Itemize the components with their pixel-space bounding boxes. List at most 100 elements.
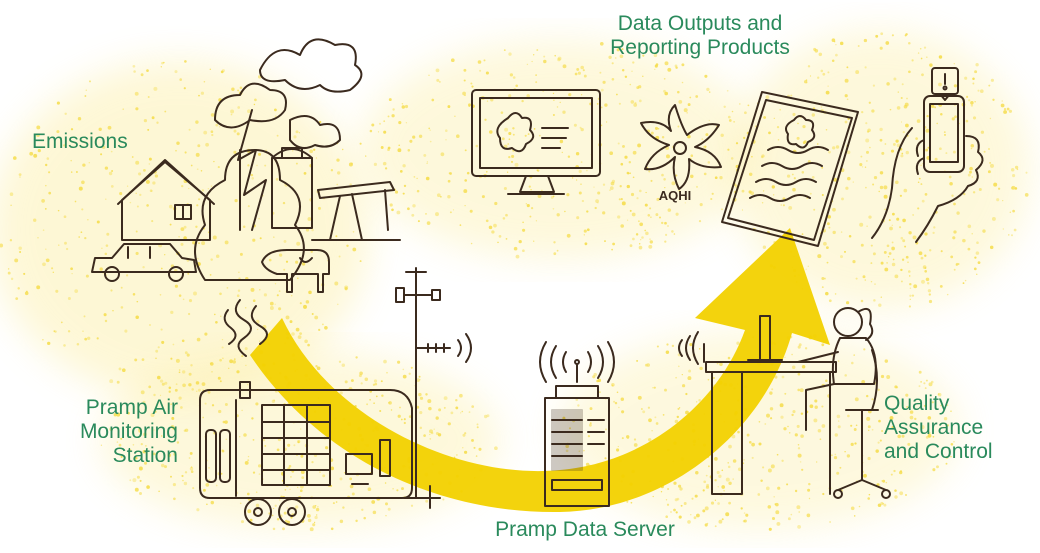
speckle-dot	[878, 190, 880, 193]
speckle-dot	[727, 148, 730, 151]
speckle-dot	[718, 474, 722, 478]
speckle-dot	[556, 213, 560, 217]
speckle-dot	[783, 427, 787, 431]
speckle-dot	[841, 197, 844, 201]
speckle-dot	[674, 419, 679, 424]
speckle-dot	[190, 470, 194, 473]
speckle-dot	[762, 245, 767, 249]
speckle-dot	[146, 69, 149, 72]
speckle-dot	[412, 204, 416, 208]
speckle-dot	[339, 519, 344, 524]
speckle-dot	[870, 244, 873, 247]
speckle-dot	[182, 383, 186, 388]
speckle-dot	[85, 274, 89, 278]
speckle-dot	[914, 417, 917, 421]
speckle-dot	[829, 521, 831, 523]
speckle-dot	[295, 260, 299, 264]
speckle-dot	[182, 298, 185, 301]
emissions-icon	[91, 38, 401, 357]
speckle-dot	[252, 238, 256, 242]
speckle-dot	[844, 94, 848, 98]
speckle-dot	[945, 424, 948, 426]
speckle-dot	[682, 384, 686, 388]
speckle-dot	[195, 381, 200, 385]
speckle-dot	[475, 455, 478, 457]
speckle-dot	[184, 60, 187, 63]
speckle-dot	[807, 65, 811, 68]
speckle-dot	[142, 400, 146, 404]
speckle-dot	[773, 194, 775, 196]
speckle-dot	[531, 60, 533, 63]
speckle-dot	[727, 462, 729, 464]
speckle-dot	[46, 157, 50, 160]
speckle-dot	[318, 328, 321, 332]
speckle-dot	[148, 163, 150, 165]
speckle-dot	[573, 123, 577, 127]
speckle-dot	[723, 490, 725, 492]
speckle-dot	[175, 149, 177, 152]
speckle-dot	[932, 468, 936, 472]
speckle-dot	[883, 250, 887, 254]
speckle-dot	[129, 479, 132, 482]
speckle-dot	[33, 153, 38, 158]
speckle-dot	[797, 122, 799, 125]
speckle-dot	[957, 263, 960, 265]
speckle-dot	[990, 163, 994, 168]
speckle-dot	[977, 261, 981, 264]
speckle-dot	[286, 520, 291, 524]
speckle-dot	[190, 364, 193, 367]
speckle-dot	[449, 172, 452, 175]
speckle-dot	[965, 119, 969, 123]
speckle-dot	[52, 271, 55, 274]
speckle-dot	[817, 429, 822, 433]
speckle-dot	[854, 397, 859, 402]
speckle-dot	[184, 351, 188, 355]
speckle-dot	[746, 433, 750, 437]
speckle-dot	[664, 91, 669, 96]
speckle-dot	[776, 521, 781, 526]
speckle-dot	[671, 181, 676, 186]
speckle-dot	[402, 374, 407, 379]
speckle-dot	[224, 403, 228, 406]
speckle-dot	[904, 34, 907, 37]
speckle-dot	[837, 425, 841, 429]
speckle-dot	[872, 84, 876, 87]
speckle-dot	[456, 454, 458, 456]
speckle-dot	[801, 468, 804, 471]
speckle-dot	[120, 286, 123, 289]
speckle-dot	[677, 365, 680, 368]
speckle-dot	[796, 505, 801, 510]
speckle-dot	[497, 241, 499, 244]
speckle-dot	[411, 213, 415, 217]
speckle-dot	[664, 240, 667, 243]
speckle-dot	[96, 220, 100, 224]
speckle-dot	[172, 483, 176, 487]
speckle-dot	[317, 206, 322, 210]
speckle-dot	[886, 82, 890, 86]
speckle-dot	[626, 500, 629, 503]
speckle-dot	[88, 161, 91, 164]
speckle-dot	[70, 267, 73, 271]
speckle-dot	[667, 208, 672, 212]
speckle-dot	[361, 508, 364, 511]
speckle-dot	[226, 287, 229, 289]
speckle-dot	[244, 460, 249, 465]
speckle-dot	[14, 258, 19, 263]
speckle-dot	[386, 371, 388, 374]
speckle-dot	[297, 486, 299, 489]
speckle-dot	[648, 170, 651, 173]
speckle-dot	[839, 466, 842, 469]
speckle-dot	[906, 405, 909, 408]
speckle-dot	[315, 514, 318, 516]
speckle-dot	[620, 162, 624, 166]
speckle-dot	[533, 128, 536, 130]
speckle-dot	[580, 65, 584, 70]
speckle-dot	[681, 81, 684, 84]
speckle-dot	[743, 519, 747, 523]
speckle-dot	[75, 171, 78, 173]
speckle-dot	[698, 348, 701, 350]
speckle-dot	[464, 432, 467, 435]
speckle-dot	[811, 176, 815, 179]
speckle-dot	[593, 186, 595, 188]
speckle-dot	[566, 193, 570, 197]
